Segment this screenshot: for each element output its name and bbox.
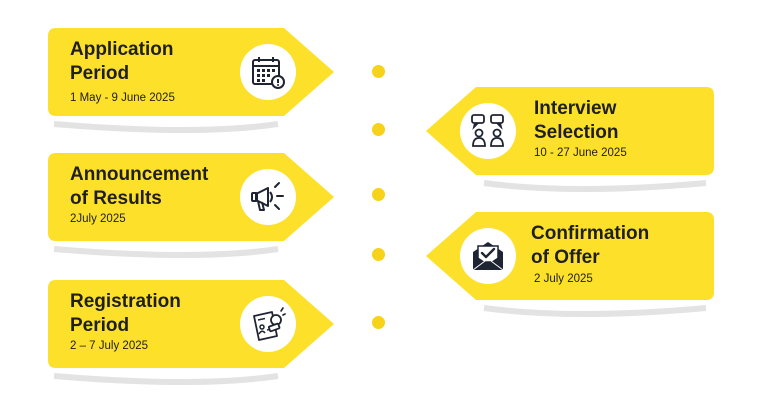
stage-card-announcement: Announcement of Results 2July 2025 [48, 153, 338, 258]
timeline-dot [372, 188, 385, 201]
stage-title-line1: Interview [534, 98, 617, 119]
stage-card-application: Application Period 1 May - 9 June 2025 [48, 28, 338, 133]
stage-title-line2: of Results [70, 188, 162, 209]
stamp-document-icon [253, 307, 286, 341]
stage-card-registration: Registration Period 2 – 7 July 2025 [48, 280, 338, 385]
stage-card-confirmation: Confirmation of Offer 2 July 2025 [424, 212, 714, 317]
stage-date: 2 July 2025 [534, 273, 593, 285]
envelope-check-icon [472, 242, 504, 271]
stage-title-line2: Selection [534, 122, 619, 143]
stage-title-line2: Period [70, 315, 130, 336]
interview-people-icon [471, 114, 504, 147]
stage-card-interview: Interview Selection 10 - 27 June 2025 [424, 87, 714, 192]
icon-circle [460, 103, 516, 159]
stage-title-line1: Application [70, 39, 174, 60]
stage-date: 2 – 7 July 2025 [70, 340, 149, 352]
stage-date: 2July 2025 [70, 213, 126, 225]
megaphone-icon [251, 182, 284, 211]
stage-date: 10 - 27 June 2025 [534, 147, 627, 159]
calendar-icon [252, 57, 285, 89]
icon-circle [240, 169, 296, 225]
stage-date: 1 May - 9 June 2025 [70, 92, 175, 104]
stage-title-line2: of Offer [531, 247, 600, 268]
timeline-dot [372, 65, 385, 78]
icon-circle [240, 296, 296, 352]
stage-title-line1: Registration [70, 291, 181, 312]
timeline-dot [372, 123, 385, 136]
timeline-dot [372, 316, 385, 329]
icon-circle [240, 44, 296, 100]
timeline-dot [372, 248, 385, 261]
stage-title-line1: Confirmation [531, 223, 650, 244]
stage-title-line2: Period [70, 63, 130, 84]
stage-title-line1: Announcement [70, 164, 209, 185]
icon-circle [460, 228, 516, 284]
